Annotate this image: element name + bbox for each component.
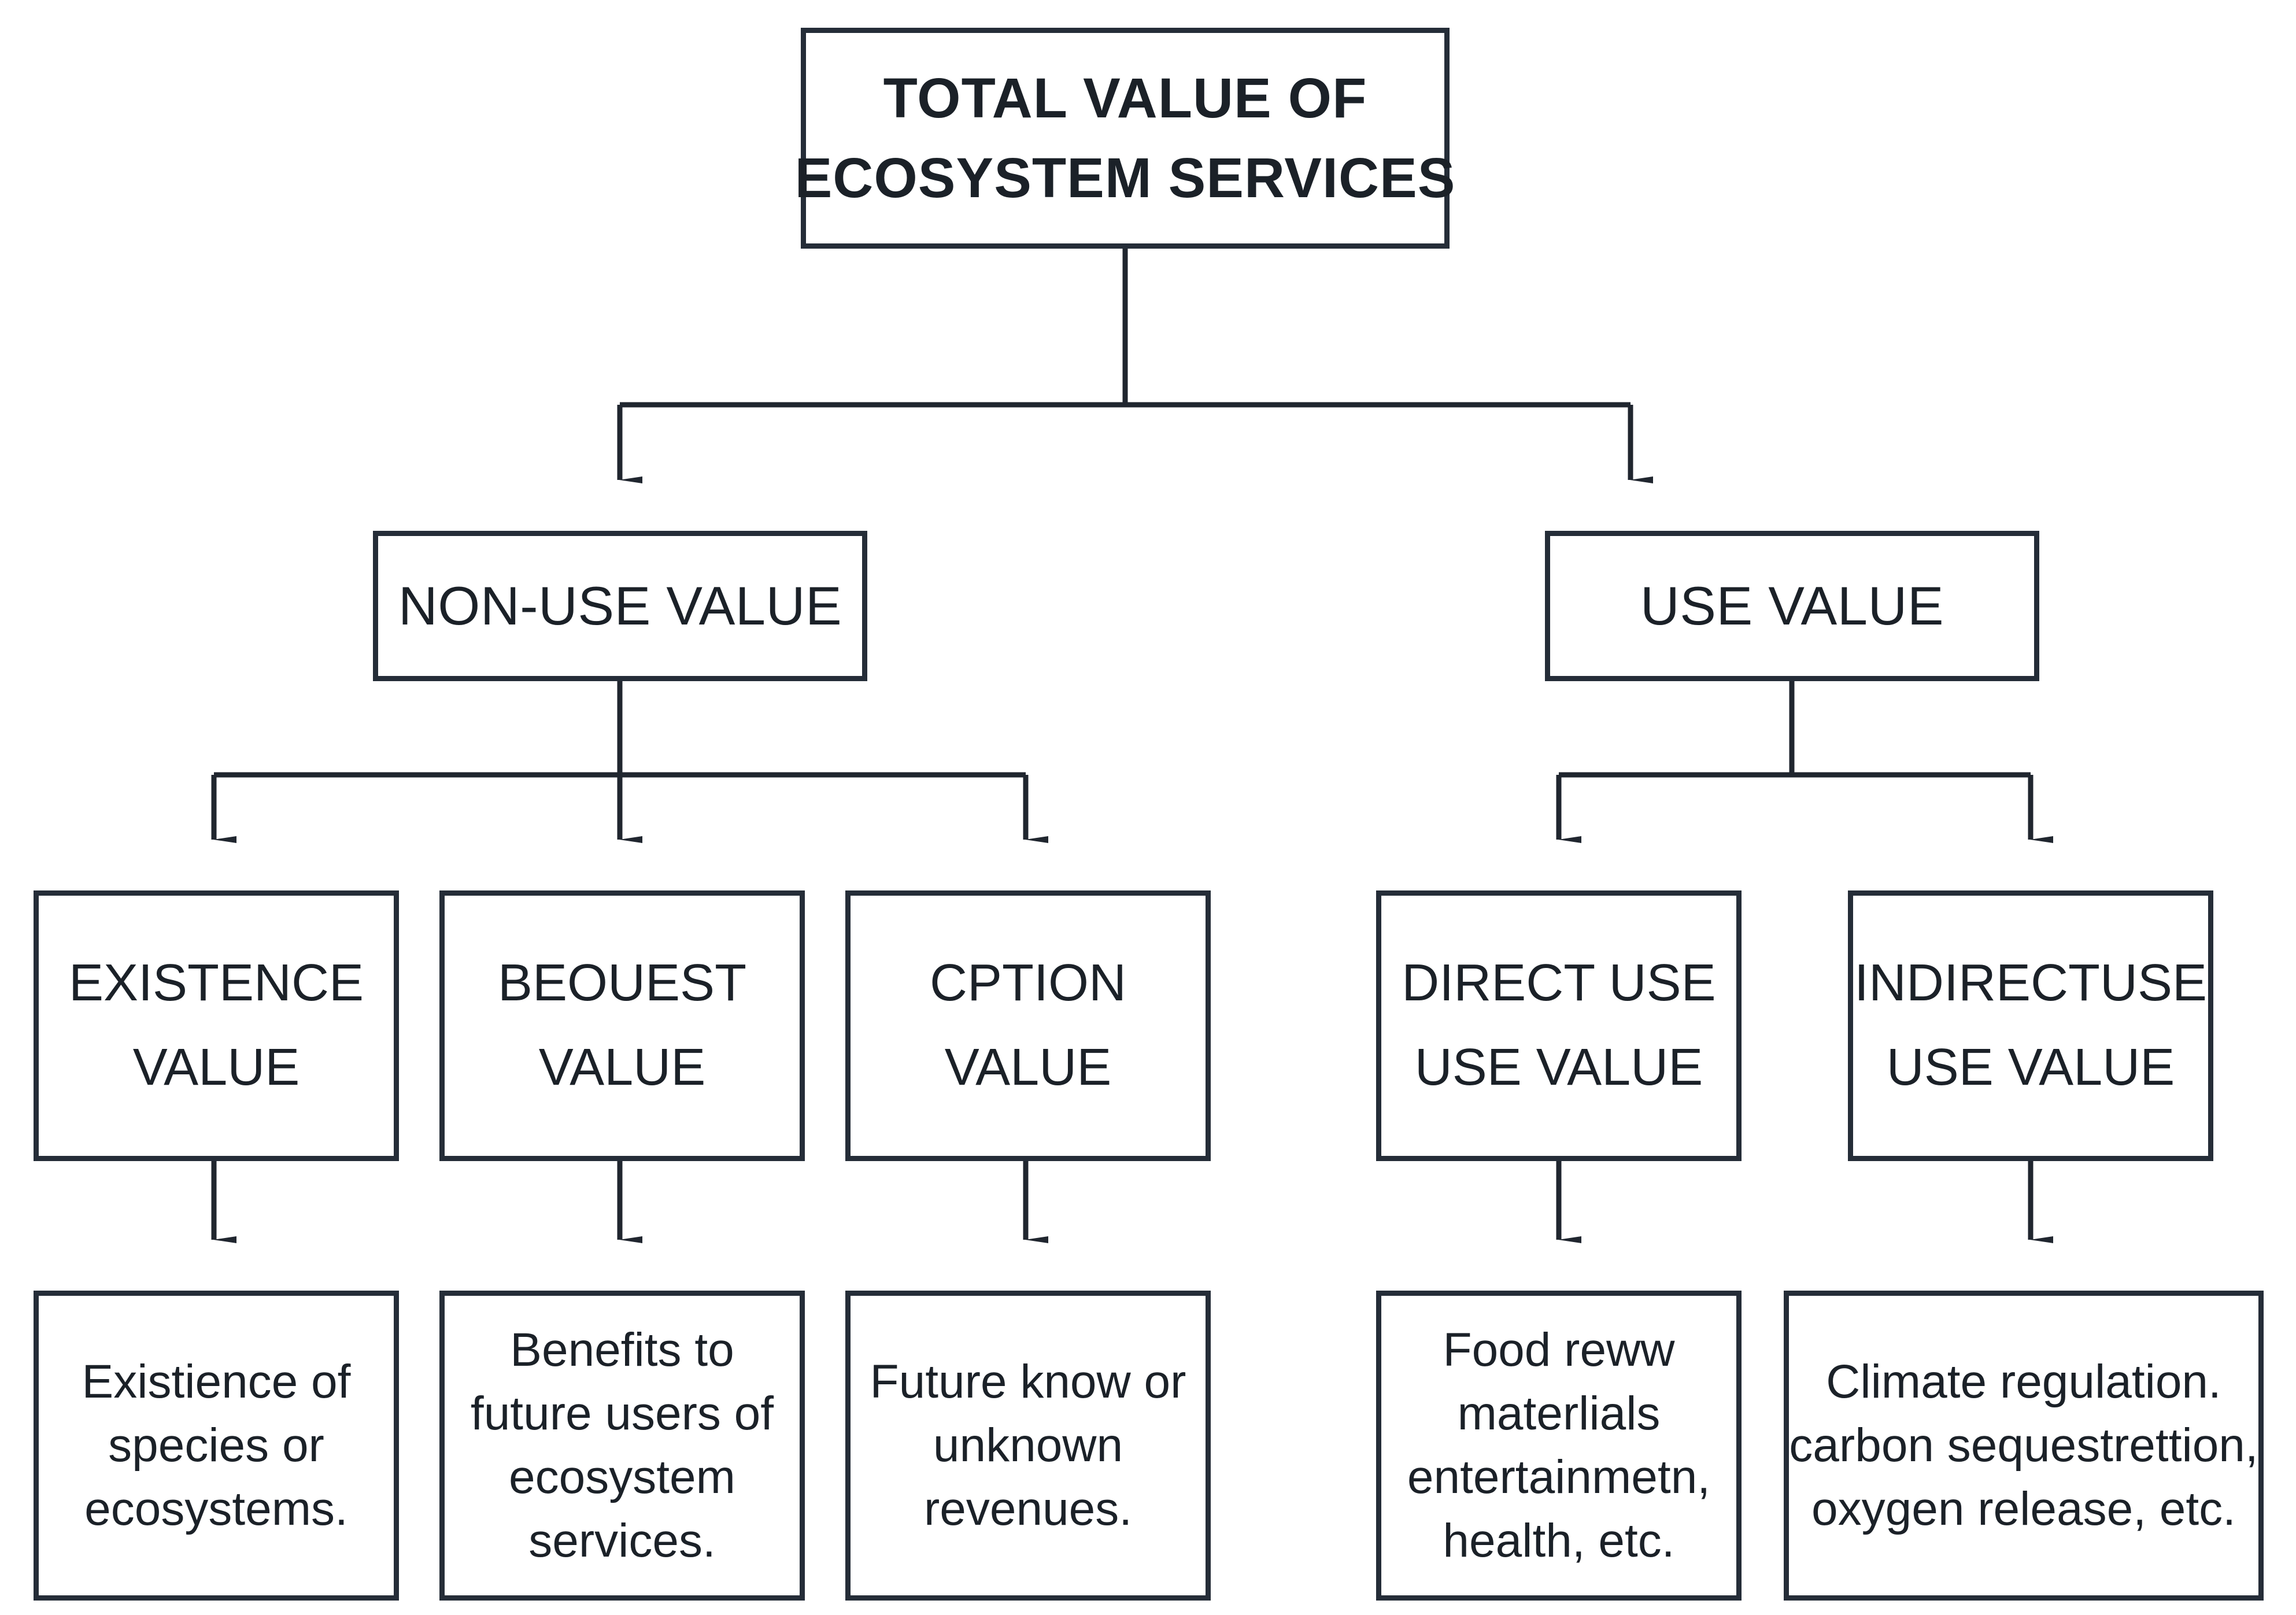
node-root-line-2: ECOSYSTEM SERVICES [794, 146, 1456, 209]
description-existence-value-line-2: species or [108, 1419, 324, 1472]
description-indirect-use-value-line-2: carbon sequestrettion, [1789, 1419, 2258, 1472]
node-use-value: USE VALUE [1545, 531, 2039, 681]
node-non-use-value: NON-USE VALUE [373, 531, 867, 681]
connector-use-to-children [1556, 681, 2053, 843]
node-option-value: CPTION VALUE [845, 890, 1211, 1161]
node-existence-value-line-1: EXISTENCE [68, 954, 364, 1012]
description-bequest-value-line-3: ecosystem [509, 1451, 735, 1503]
description-option-value-line-3: revenues. [923, 1482, 1133, 1535]
description-indirect-use-value-line-3: oxygen release, etc. [1811, 1482, 2236, 1535]
description-direct-use-value-line-2: materlials [1457, 1387, 1661, 1440]
node-direct-use-value-line-2: USE VALUE [1414, 1039, 1703, 1096]
node-option-value-line-2: VALUE [944, 1039, 1112, 1096]
node-existence-value-line-2: VALUE [132, 1039, 300, 1096]
connector-level3-to-level4 [211, 1161, 2053, 1243]
description-indirect-use-value: Climate regulation. carbon sequestrettio… [1784, 1291, 2264, 1601]
description-bequest-value-line-4: services. [528, 1514, 716, 1567]
description-option-value: Future know or unknown revenues. [845, 1291, 1211, 1601]
connector-root-to-level2 [617, 249, 1653, 483]
node-root-line-1: TOTAL VALUE OF [883, 66, 1367, 130]
node-bequest-value-line-1: BEOUEST [497, 954, 747, 1012]
node-use-value-label: USE VALUE [1640, 575, 1944, 636]
description-indirect-use-value-line-1: Climate regulation. [1826, 1355, 2221, 1409]
connector-nonuse-to-children [211, 681, 1048, 843]
node-indirect-use-value-line-1: INDIRECTUSE [1854, 954, 2208, 1012]
description-direct-use-value-line-4: health, etc. [1443, 1514, 1675, 1567]
node-indirect-use-value: INDIRECTUSE USE VALUE [1848, 890, 2213, 1161]
node-existence-value: EXISTENCE VALUE [34, 890, 399, 1161]
node-non-use-value-label: NON-USE VALUE [398, 575, 842, 636]
description-bequest-value-line-1: Benefits to [510, 1324, 734, 1377]
description-existence-value-line-1: Existience of [82, 1355, 351, 1409]
description-option-value-line-2: unknown [933, 1419, 1123, 1472]
description-direct-use-value: Food reww materlials entertainmetn, heal… [1376, 1291, 1742, 1601]
description-bequest-value-line-2: future users of [470, 1387, 774, 1440]
node-indirect-use-value-line-2: USE VALUE [1886, 1039, 2175, 1096]
description-bequest-value: Benefits to future users of ecosystem se… [439, 1291, 805, 1601]
description-option-value-line-1: Future know or [870, 1355, 1186, 1409]
node-direct-use-value: DIRECT USE USE VALUE [1376, 890, 1742, 1161]
node-bequest-value: BEOUEST VALUE [439, 890, 805, 1161]
node-bequest-value-line-2: VALUE [538, 1039, 706, 1096]
description-existence-value: Existience of species or ecosystems. [34, 1291, 399, 1601]
node-option-value-line-1: CPTION [929, 954, 1126, 1012]
node-total-value-of-ecosystem-services: TOTAL VALUE OF ECOSYSTEM SERVICES [795, 28, 1455, 249]
description-direct-use-value-line-3: entertainmetn, [1407, 1451, 1711, 1503]
description-direct-use-value-line-1: Food reww [1443, 1324, 1675, 1377]
description-existence-value-line-3: ecosystems. [84, 1482, 348, 1535]
node-direct-use-value-line-1: DIRECT USE [1402, 954, 1716, 1012]
